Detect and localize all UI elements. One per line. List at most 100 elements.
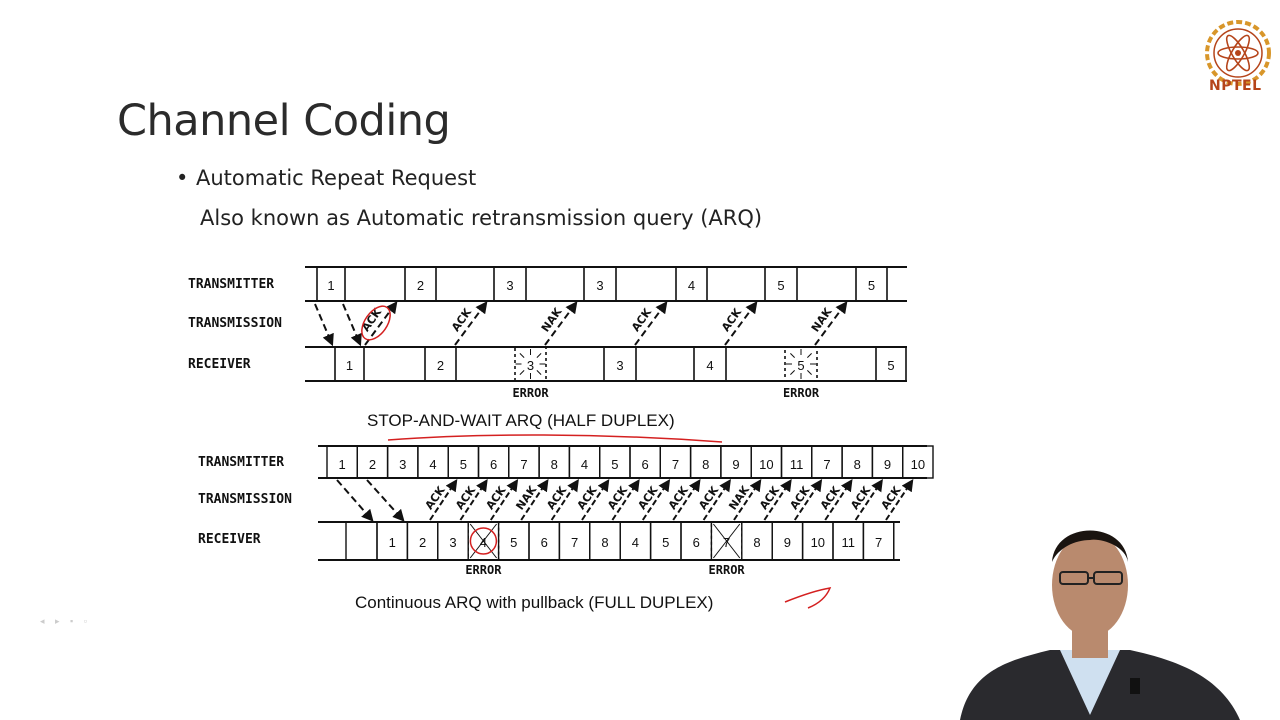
d1-receiver-label: RECEIVER (188, 357, 251, 372)
d2-rx-frame (680, 521, 713, 561)
d1-data-arrow (314, 303, 334, 347)
d1-error-label: ERROR (783, 386, 820, 400)
d2-rx-frame-label: 4 (632, 535, 639, 550)
d2-error-label: ERROR (709, 563, 746, 577)
d2-rx-frame-label: 7 (875, 535, 882, 550)
d2-error-cross (713, 523, 741, 559)
d1-rx-frame-label: 2 (437, 358, 444, 373)
d2-red-circle-annotation (469, 527, 498, 555)
red-arrow-annotation (784, 587, 832, 609)
d1-rx-frame (514, 346, 547, 382)
d1-tx-frame (855, 266, 888, 302)
d1-tx-frame (764, 266, 798, 302)
d1-rx-frame (693, 346, 727, 382)
d1-data-arrow (342, 303, 362, 347)
d2-tx-frame-label: 5 (611, 457, 618, 472)
d2-signal-arrow (429, 479, 458, 521)
d2-signal-label: ACK (696, 484, 721, 512)
d2-signal-label: ACK (575, 484, 600, 512)
d1-signal-label: ACK (629, 306, 654, 334)
d1-rx-frame (424, 346, 457, 382)
d1-error-burst (790, 370, 795, 375)
d1-error-burst (790, 353, 795, 358)
d1-signal-arrow (454, 301, 488, 346)
d1-signal-arrow (724, 301, 758, 346)
d1-tx-frame (316, 266, 346, 302)
d2-signal-label: ACK (848, 484, 873, 512)
d1-error-burst (519, 353, 525, 358)
d1-tx-frame (493, 266, 527, 302)
bullet-item: • Automatic Repeat Request (176, 166, 476, 190)
d1-signal-label: NAK (809, 305, 835, 334)
d2-rx-frame-label: 4 (480, 535, 487, 550)
d1-rx-frame-label: 1 (346, 358, 353, 373)
d2-signal-label: ACK (635, 484, 660, 512)
d1-error-burst (519, 370, 525, 375)
d2-rx-frame (437, 521, 469, 561)
d1-rx-frame-label: 3 (616, 358, 623, 373)
d2-rx-frame-label: 6 (541, 535, 548, 550)
slide-nav-icons[interactable]: ◂ ▸ ▪ ▫ (40, 616, 91, 626)
d1-signal-label: ACK (359, 306, 384, 334)
d2-rx-frame-label: 5 (662, 535, 669, 550)
d1-tx-frame-label: 5 (868, 278, 875, 293)
d2-signal-arrow (550, 479, 579, 521)
d2-transmission-label: TRANSMISSION (198, 492, 292, 507)
d2-signal-label: ACK (818, 484, 843, 512)
d2-receiver-label: RECEIVER (198, 532, 261, 547)
d2-signal-arrow (793, 479, 823, 521)
d2-signal-arrow (459, 479, 488, 521)
d2-signal-arrow (854, 479, 883, 521)
d2-rx-frame-label: 1 (389, 535, 396, 550)
d2-signal-arrow (641, 479, 671, 521)
d2-rx-frame-label: 3 (449, 535, 456, 550)
d2-signal-arrow (611, 479, 640, 521)
d2-signal-arrow (520, 479, 549, 521)
d1-signal-label: NAK (539, 305, 565, 334)
d2-tx-frame-label: 7 (672, 457, 679, 472)
d1-signal-arrow (544, 301, 578, 346)
d2-signal-arrow (763, 479, 792, 521)
d2-rx-empty-frame (345, 521, 378, 561)
d2-caption: Continuous ARQ with pullback (FULL DUPLE… (355, 593, 713, 612)
bullet-subtext: Also known as Automatic retransmission q… (200, 206, 763, 230)
d2-signal-label: ACK (666, 484, 691, 512)
d1-tx-frame (404, 266, 437, 302)
d2-tx-frame-label: 11 (790, 457, 804, 472)
bullet-dot: • (176, 166, 189, 190)
d1-red-circle-annotation (361, 305, 391, 341)
d2-signal-label: ACK (787, 484, 812, 512)
d2-signal-arrow (824, 479, 853, 521)
d2-rx-frame-label: 11 (841, 535, 855, 550)
d1-transmission-label: TRANSMISSION (188, 316, 282, 331)
d2-rx-frame-label: 7 (571, 535, 578, 550)
d1-error-burst (807, 353, 812, 358)
d2-signal-label: ACK (453, 484, 478, 512)
bullet-text: Automatic Repeat Request (196, 166, 477, 190)
d1-tx-frame-label: 1 (327, 278, 334, 293)
d2-tx-frame-label: 8 (854, 457, 861, 472)
d2-signal-arrow (672, 479, 701, 521)
d2-data-arrow (336, 479, 374, 522)
d1-rx-frame (784, 346, 818, 382)
d2-signal-arrow (489, 479, 519, 521)
d1-error-burst (536, 370, 542, 375)
nptel-logo-icon (1205, 20, 1271, 86)
d2-rx-frame-label: 7 (723, 535, 730, 550)
d2-tx-frame-label: 7 (823, 457, 830, 472)
d2-signal-label: ACK (544, 484, 569, 512)
d2-tx-frame-label: 8 (702, 457, 709, 472)
d2-signal-arrow (581, 479, 610, 521)
d1-rx-frame (603, 346, 637, 382)
d1-signal-arrow (814, 301, 848, 346)
d2-tx-frame-label: 1 (339, 457, 346, 472)
d2-signal-label: NAK (726, 483, 752, 512)
d2-error-label: ERROR (465, 563, 502, 577)
d1-signal-label: ACK (449, 306, 474, 334)
presenter-video (900, 500, 1280, 720)
d2-signal-arrow (885, 479, 914, 521)
d2-tx-frame-label: 6 (642, 457, 649, 472)
d1-tx-frame (675, 266, 708, 302)
